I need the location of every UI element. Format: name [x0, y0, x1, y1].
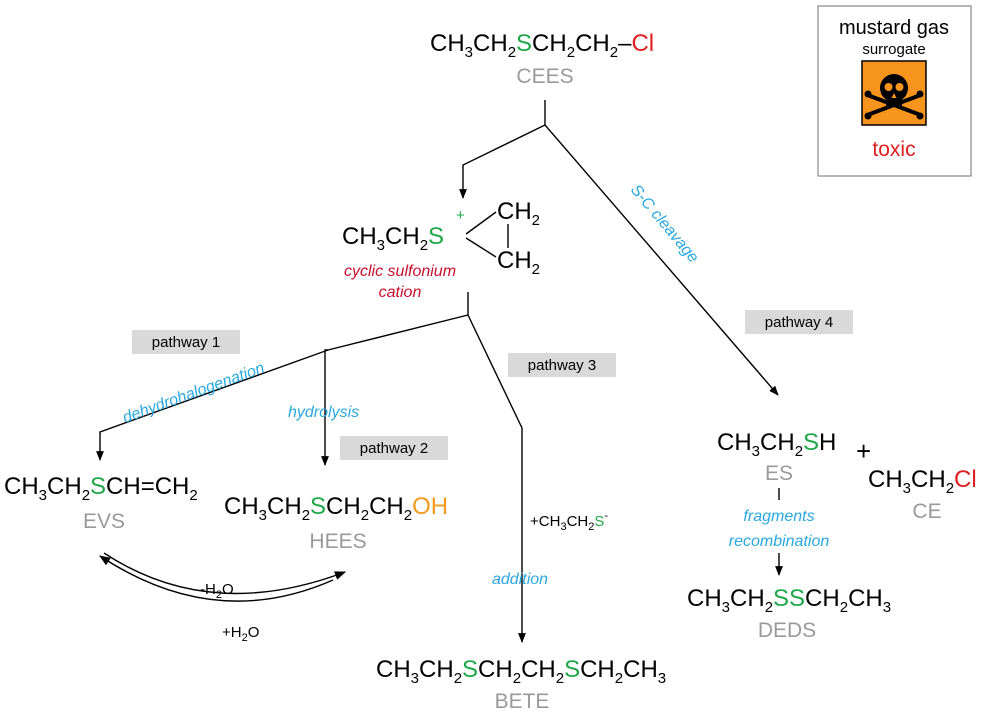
cation-label-line2: cation	[379, 284, 422, 301]
es-formula: CH3CH2SH	[717, 429, 836, 460]
es-label: ES	[765, 462, 793, 485]
es-compound: CH3CH2SH ES	[717, 429, 836, 485]
pathway-3-box: pathway 3	[508, 353, 616, 377]
arrow-to-cation	[459, 124, 546, 199]
sc-cleavage-label: S-C cleavage	[627, 182, 702, 267]
hees-formula: CH3CH2SCH2CH2OH	[224, 493, 448, 524]
plus-sign: +	[856, 436, 871, 466]
arrow-pathway-4	[544, 124, 779, 396]
pathway-4-box: pathway 4	[745, 310, 853, 334]
arrow-pathway-3	[467, 314, 526, 643]
bete-formula: CH3CH2SCH2CH2SCH2CH3	[376, 656, 666, 687]
plus-water-label: +H2O	[222, 624, 259, 644]
ethanethiolate-reagent: +CH3CH2S-	[530, 510, 608, 533]
cation-formula: CH3CH2S	[342, 223, 444, 254]
svg-text:pathway 1: pathway 1	[152, 334, 220, 351]
cation-ring-bonds	[465, 211, 509, 258]
pathway-1-box: pathway 1	[132, 330, 240, 354]
svg-text:pathway 3: pathway 3	[528, 357, 596, 374]
arrow-pathway-2	[321, 349, 329, 466]
cees-label: CEES	[516, 65, 573, 88]
svg-text:pathway 2: pathway 2	[360, 440, 428, 457]
hydrolysis-label: hydrolysis	[288, 404, 359, 421]
skull-crossbones-icon	[861, 60, 927, 126]
cation-compound: CH3CH2S + CH2 CH2 cyclic sulfonium catio…	[342, 198, 540, 301]
recombination-label: recombination	[729, 533, 830, 550]
hazard-title: mustard gas	[839, 17, 949, 39]
hazard-box: mustard gas surrogate toxic	[817, 5, 972, 177]
bete-compound: CH3CH2SCH2CH2SCH2CH3 BETE	[376, 656, 666, 713]
evs-compound: CH3CH2SCH=CH2 EVS	[4, 473, 198, 533]
cation-ch2-bottom: CH2	[497, 247, 540, 278]
deds-compound: CH3CH2SSCH2CH3 DEDS	[687, 585, 891, 642]
cation-charge: +	[456, 207, 465, 224]
minus-water-label: -H2O	[200, 581, 234, 601]
hazard-subtitle: surrogate	[862, 41, 925, 58]
hees-compound: CH3CH2SCH2CH2OH HEES	[224, 493, 448, 553]
deds-label: DEDS	[758, 619, 816, 642]
ce-formula: CH3CH2Cl	[868, 466, 977, 497]
ce-label: CE	[912, 500, 941, 523]
arrow-pathway-1	[96, 314, 469, 461]
cation-ch2-top: CH2	[497, 198, 540, 229]
svg-text:pathway 4: pathway 4	[765, 314, 833, 331]
ce-compound: CH3CH2Cl CE	[868, 466, 977, 523]
evs-label: EVS	[83, 510, 125, 533]
cees-formula: CH3CH2SCH2CH2–Cl	[430, 30, 654, 61]
evs-formula: CH3CH2SCH=CH2	[4, 473, 198, 504]
hazard-warning: toxic	[872, 138, 915, 161]
hees-label: HEES	[309, 530, 366, 553]
dehydrohalogenation-label: dehydrohalogenation	[121, 360, 267, 427]
arrow-evs-to-hees	[103, 552, 347, 595]
arrow-hees-to-evs	[99, 555, 334, 602]
fragments-label: fragments	[743, 508, 814, 525]
addition-label: addition	[492, 571, 548, 588]
pathway-2-box: pathway 2	[340, 436, 448, 460]
bete-label: BETE	[495, 690, 550, 713]
deds-formula: CH3CH2SSCH2CH3	[687, 585, 891, 616]
cation-label-line1: cyclic sulfonium	[344, 263, 456, 280]
cees-compound: CH3CH2SCH2CH2–Cl CEES	[430, 30, 654, 88]
